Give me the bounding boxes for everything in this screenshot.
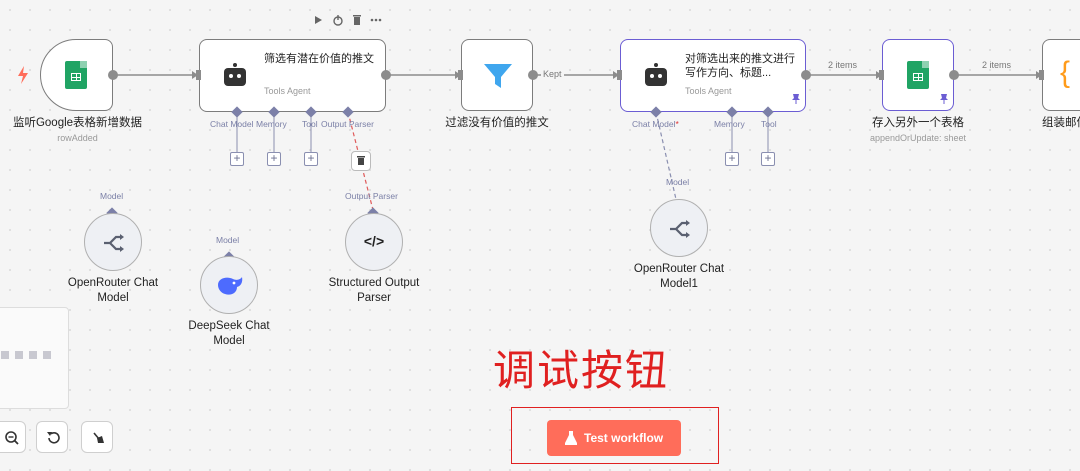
input-handle[interactable] [196, 70, 201, 80]
openrouter-chat-model-node[interactable] [84, 213, 142, 271]
robot-icon [645, 63, 667, 86]
edge-label-items-in: 2 items [828, 60, 858, 70]
pin-icon [792, 94, 800, 104]
input-handle[interactable] [1039, 70, 1044, 80]
edge-label-items-out: 2 items [982, 60, 1012, 70]
add-tool-button[interactable]: + [304, 152, 318, 166]
minimap-node [15, 351, 23, 359]
port-label-tool: Tool [302, 119, 318, 129]
reset-zoom-button[interactable] [36, 421, 68, 453]
port-label-tool: Tool [761, 119, 777, 129]
port-label-output-parser: Output Parser [345, 191, 398, 201]
filter-node[interactable] [461, 39, 533, 111]
node-toolbar [312, 14, 384, 28]
agent1-title: 筛选有潜在价值的推文 [264, 53, 374, 65]
zoom-out-button[interactable] [0, 421, 26, 453]
annotation-box [511, 407, 719, 464]
google-sheets-icon [907, 61, 929, 89]
add-tool-button[interactable]: + [761, 152, 775, 166]
openrouter2-label: OpenRouter Chat Model1 [633, 263, 725, 290]
deepseek-chat-model-node[interactable] [200, 256, 258, 314]
openrouter1-label: OpenRouter Chat Model [67, 277, 159, 304]
code-icon: </> [363, 233, 385, 249]
power-icon[interactable] [332, 14, 344, 26]
google-sheets-trigger-node[interactable] [40, 39, 113, 111]
port-label-model: Model [666, 177, 690, 187]
broom-icon [93, 432, 104, 443]
add-chat-model-button[interactable]: + [230, 152, 244, 166]
minimap[interactable] [0, 307, 69, 409]
delete-connection-button[interactable] [351, 151, 371, 171]
port-label-output-parser: Output Parser [321, 119, 374, 129]
port-label-model: Model [100, 191, 124, 201]
trash-icon[interactable] [351, 14, 363, 26]
minimap-node [1, 351, 9, 359]
pin-icon [940, 94, 948, 104]
add-memory-button[interactable]: + [725, 152, 739, 166]
port-dot[interactable] [381, 70, 391, 80]
input-handle[interactable] [617, 70, 622, 80]
agent1-sub: Tools Agent [264, 86, 311, 96]
deepseek-label: DeepSeek Chat Model [188, 320, 270, 347]
undo-icon [47, 432, 60, 444]
tidy-up-button[interactable] [81, 421, 113, 453]
sheet2-label: 存入另外一个表格 [872, 117, 964, 129]
code-node[interactable]: { [1042, 39, 1080, 111]
funnel-icon [484, 64, 512, 88]
test-workflow-button[interactable]: Test workflow [547, 420, 681, 456]
input-handle[interactable] [879, 70, 884, 80]
test-workflow-label: Test workflow [584, 431, 664, 445]
port-label-chat-model: Chat Model [210, 119, 254, 129]
openrouter-icon [104, 234, 124, 252]
robot-icon [224, 63, 246, 86]
ai-agent-node-2[interactable]: 对筛选出来的推文进行写作方向、标题... Tools Agent [620, 39, 806, 112]
openrouter-icon [670, 220, 690, 238]
agent2-title: 对筛选出来的推文进行写作方向、标题... [685, 53, 795, 79]
google-sheets-node[interactable] [882, 39, 954, 111]
google-sheets-icon [65, 61, 87, 89]
ai-agent-node-1[interactable]: 筛选有潜在价值的推文 Tools Agent [199, 39, 386, 112]
play-icon[interactable] [312, 14, 324, 26]
openrouter-chat-model1-node[interactable] [650, 199, 708, 257]
port-label-chat-model: Chat Model* [632, 119, 679, 129]
add-memory-button[interactable]: + [267, 152, 281, 166]
more-icon[interactable] [370, 14, 382, 26]
port-label-memory: Memory [714, 119, 745, 129]
flask-icon [565, 431, 577, 445]
port-dot[interactable] [801, 70, 811, 80]
filter-label: 过滤没有价值的推文 [445, 117, 549, 129]
agent2-sub: Tools Agent [685, 86, 732, 96]
zoom-out-icon [5, 431, 19, 445]
structured-output-parser-node[interactable]: </> [345, 213, 403, 271]
structured-label: Structured Output Parser [328, 277, 420, 304]
annotation-label: 调试按钮 [493, 346, 670, 395]
code-label: 组装邮件 [1042, 117, 1080, 129]
port-label-memory: Memory [256, 119, 287, 129]
port-dot[interactable] [108, 70, 118, 80]
input-handle[interactable] [458, 70, 463, 80]
trigger-label: 监听Google表格新增数据 [12, 117, 143, 129]
lightning-icon [18, 66, 28, 84]
sheet2-sub: appendOrUpdate: sheet [869, 133, 967, 143]
deepseek-whale-icon [218, 277, 243, 295]
minimap-node [29, 351, 37, 359]
minimap-node [43, 351, 51, 359]
braces-icon: { [1060, 56, 1071, 89]
trigger-sub: rowAdded [57, 133, 98, 143]
port-label-model: Model [216, 235, 240, 245]
port-dot[interactable] [949, 70, 959, 80]
trash-icon [357, 156, 365, 165]
edge-label-kept: Kept [541, 69, 564, 79]
port-dot[interactable] [528, 70, 538, 80]
